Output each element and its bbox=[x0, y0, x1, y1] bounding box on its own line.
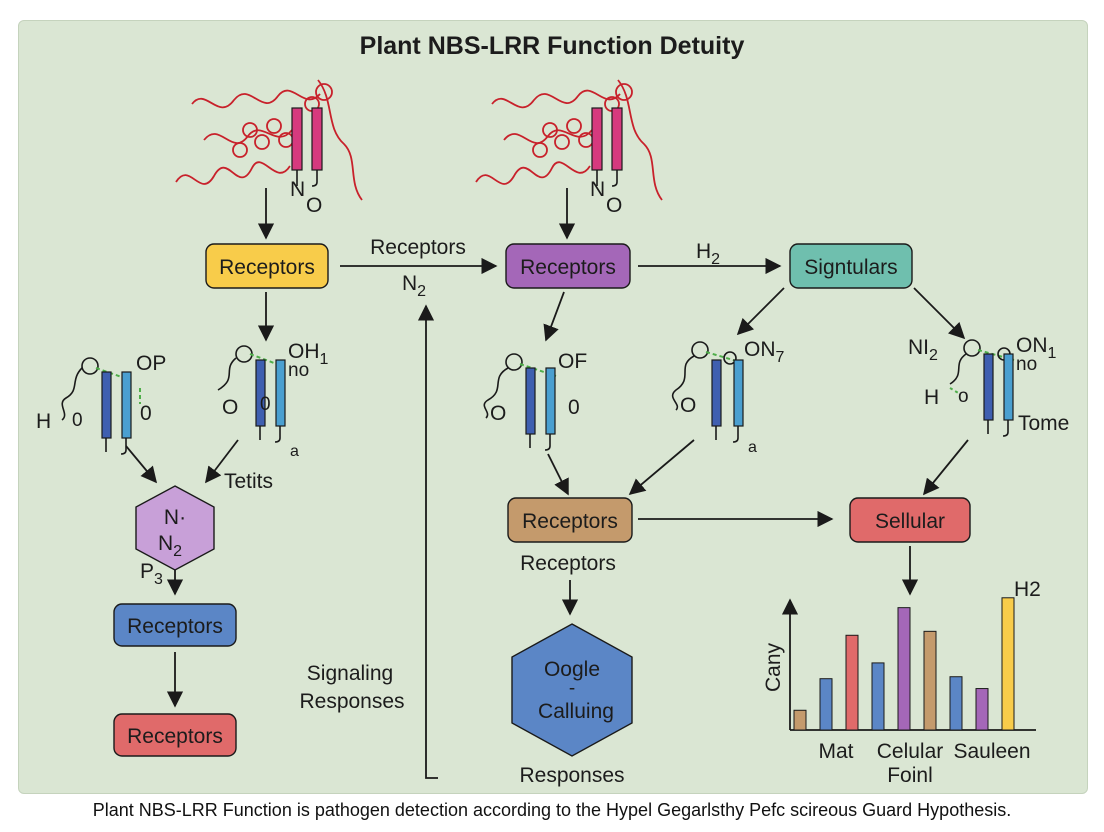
node-oogle-hexagon: Oogle - Calluing bbox=[511, 623, 633, 757]
svg-text:OF: OF bbox=[558, 350, 587, 373]
chart-bar-2 bbox=[819, 678, 833, 731]
svg-text:Tome: Tome bbox=[1018, 412, 1069, 435]
svg-text:Receptors: Receptors bbox=[522, 510, 618, 533]
chart-category-sauleen: Sauleen bbox=[953, 740, 1030, 763]
label-receptors-below-brown: Receptors bbox=[520, 552, 616, 575]
svg-text:Receptors: Receptors bbox=[127, 615, 223, 638]
receptor-glyph-5: NI2 ON1 no H o Tome bbox=[908, 334, 1069, 437]
svg-text:OH1: OH1 bbox=[288, 340, 329, 368]
node-signtulars: Signtulars bbox=[789, 243, 913, 289]
edge-label-receptors: Receptors bbox=[370, 236, 466, 259]
diagram-arrows bbox=[125, 188, 969, 779]
edge-label-p3: P3 bbox=[140, 560, 163, 588]
chart-bar-1 bbox=[793, 709, 807, 731]
edge-label-tetits: Tetits bbox=[224, 470, 273, 493]
svg-text:NI2: NI2 bbox=[908, 336, 938, 364]
svg-text:no: no bbox=[1016, 354, 1037, 375]
chart-bar-3 bbox=[845, 634, 859, 731]
svg-text:0: 0 bbox=[260, 394, 271, 415]
label-responses-left: Responses bbox=[299, 690, 404, 713]
svg-text:a: a bbox=[290, 443, 299, 460]
svg-text:Receptors: Receptors bbox=[219, 256, 315, 279]
node-n-hexagon: N· N2 bbox=[135, 485, 215, 571]
bar-chart: Cany H2 Mat Celular Sauleen Foinl bbox=[762, 578, 1041, 787]
figure-caption: Plant NBS-LRR Function is pathogen detec… bbox=[92, 800, 1012, 820]
top-mid-o-label: O bbox=[606, 194, 622, 217]
svg-text:Oogle: Oogle bbox=[544, 658, 600, 681]
edge-label-h2: H2 bbox=[696, 240, 720, 268]
svg-text:O: O bbox=[680, 394, 696, 417]
svg-text:O: O bbox=[490, 402, 506, 425]
node-receptors-brown: Receptors bbox=[507, 497, 633, 543]
svg-text:ON1: ON1 bbox=[1016, 334, 1057, 362]
svg-text:-: - bbox=[569, 678, 575, 699]
top-mid-n-label: N bbox=[590, 178, 605, 201]
node-sellular: Sellular bbox=[849, 497, 971, 543]
label-responses-bottom: Responses bbox=[519, 764, 624, 787]
chart-bar-4 bbox=[871, 662, 885, 731]
svg-text:0: 0 bbox=[72, 410, 83, 431]
edge-label-n2: N2 bbox=[402, 272, 426, 300]
svg-text:OP: OP bbox=[136, 352, 166, 375]
svg-text:ON7: ON7 bbox=[744, 338, 785, 366]
svg-text:O: O bbox=[222, 396, 238, 419]
svg-text:Receptors: Receptors bbox=[520, 256, 616, 279]
chart-bar-9 bbox=[1001, 597, 1015, 731]
chart-bar-8 bbox=[975, 688, 989, 731]
chart-x-label: Foinl bbox=[887, 764, 933, 787]
chart-category-celular: Celular bbox=[877, 740, 944, 763]
svg-text:N2: N2 bbox=[158, 532, 182, 560]
svg-text:0: 0 bbox=[568, 396, 580, 419]
chart-category-mat: Mat bbox=[818, 740, 853, 763]
node-receptors-yellow: Receptors bbox=[205, 243, 329, 289]
pathogen-cluster-left: N O bbox=[175, 79, 363, 217]
node-receptors-blue: Receptors bbox=[113, 603, 237, 647]
chart-bar-5 bbox=[897, 607, 911, 731]
pathogen-cluster-middle: N O bbox=[475, 79, 663, 217]
svg-text:Calluing: Calluing bbox=[538, 700, 614, 723]
node-receptors-purple: Receptors bbox=[505, 243, 631, 289]
svg-text:a: a bbox=[748, 439, 757, 456]
chart-y-label: Cany bbox=[762, 642, 785, 692]
top-left-o-label: O bbox=[306, 194, 322, 217]
receptor-glyph-2: OH1 no O 0 a bbox=[217, 340, 329, 460]
chart-top-label: H2 bbox=[1014, 578, 1041, 601]
chart-bar-7 bbox=[949, 676, 963, 731]
label-signaling: Signaling bbox=[307, 662, 393, 685]
receptor-glyph-3: OF 0 O bbox=[483, 350, 587, 451]
svg-text:H: H bbox=[924, 386, 939, 409]
receptor-glyph-1: OP H 0 0 bbox=[36, 352, 166, 455]
svg-text:o: o bbox=[958, 386, 969, 407]
top-left-n-label: N bbox=[290, 178, 305, 201]
diagram-title: Plant NBS-LRR Function Detuity bbox=[360, 32, 745, 60]
receptor-glyph-4: ON7 O a bbox=[671, 338, 785, 456]
svg-text:H: H bbox=[36, 410, 51, 433]
svg-text:Sellular: Sellular bbox=[875, 510, 945, 533]
svg-text:no: no bbox=[288, 360, 309, 381]
svg-text:0: 0 bbox=[140, 402, 152, 425]
svg-text:Receptors: Receptors bbox=[127, 725, 223, 748]
chart-bar-6 bbox=[923, 630, 937, 731]
svg-text:N·: N· bbox=[164, 506, 186, 529]
node-receptors-red: Receptors bbox=[113, 713, 237, 757]
svg-text:Signtulars: Signtulars bbox=[804, 256, 897, 279]
